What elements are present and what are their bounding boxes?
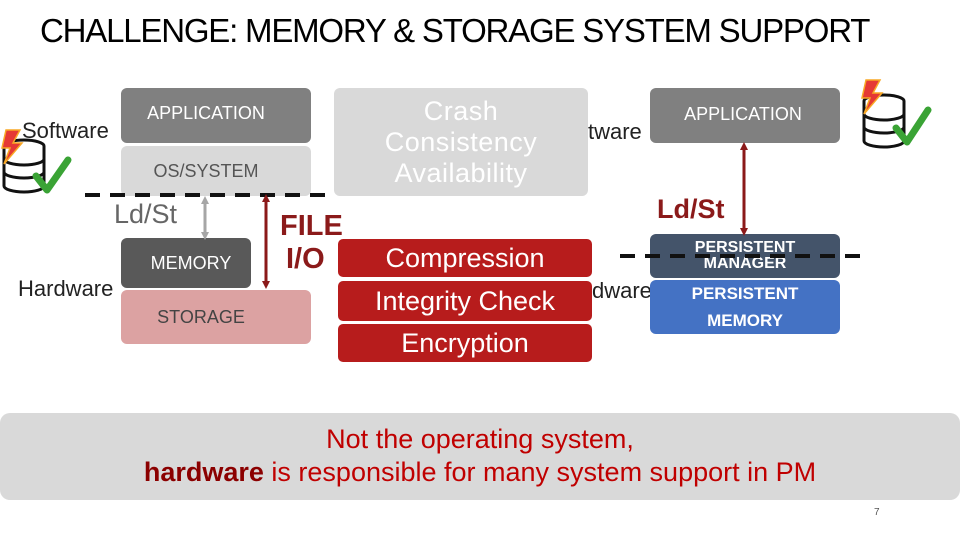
software-label: Software <box>22 118 109 143</box>
hardware-label: Hardware <box>18 276 114 301</box>
ld-st-left: Ld/St <box>114 199 178 229</box>
persistent-memory-line1: PERSISTENT <box>691 284 799 303</box>
software-label-right: tware <box>588 119 642 144</box>
hardware-label-right: dware <box>592 278 652 303</box>
storage-box-label: STORAGE <box>157 306 245 327</box>
feature-compression: Compression <box>338 239 592 277</box>
memory-box: MEMORY <box>121 238 251 288</box>
application-box-left-label: APPLICATION <box>147 103 265 123</box>
os-system-box: OS/SYSTEM <box>121 146 311 196</box>
feature-integrity: Integrity Check <box>338 281 592 321</box>
persistent-manager-line1: PERSISTENT <box>694 239 796 256</box>
os-system-box-label: OS/SYSTEM <box>153 160 259 181</box>
lightning-icon <box>1 129 24 165</box>
persistent-memory-box: PERSISTENT MEMORY <box>650 280 840 334</box>
page-title: CHALLENGE: MEMORY & STORAGE SYSTEM SUPPO… <box>40 12 870 49</box>
page-number: 7 <box>874 507 880 518</box>
storage-box: STORAGE <box>121 290 311 344</box>
persistent-memory-line2: MEMORY <box>707 311 783 330</box>
application-box-left: APPLICATION <box>121 88 311 143</box>
feature-encryption: Encryption <box>338 324 592 362</box>
note-line1: Not the operating system, <box>326 424 634 454</box>
file-io-line2: I/O <box>286 243 325 275</box>
consistency-features-box: Crash Consistency Availability <box>334 88 588 196</box>
feature-encryption-label: Encryption <box>401 327 529 358</box>
ld-st-right: Ld/St <box>657 194 725 224</box>
feature-compression-label: Compression <box>385 242 545 273</box>
feature-integrity-label: Integrity Check <box>374 285 556 316</box>
persistent-manager-line2: MANAGER <box>703 255 787 272</box>
note-bold: hardware <box>143 457 264 487</box>
feature-crash: Crash <box>423 95 499 126</box>
checkmark-icon <box>32 156 72 194</box>
memory-box-label: MEMORY <box>150 252 232 273</box>
lightning-icon-right <box>861 79 884 115</box>
note-rest: is responsible for many system support i… <box>263 457 817 487</box>
feature-consistency: Consistency <box>384 126 538 157</box>
file-io-label: FILE I/O <box>280 210 343 276</box>
note-line2: hardware is responsible for many system … <box>0 456 960 489</box>
note-text: Not the operating system, hardware is re… <box>0 423 960 489</box>
application-box-right-label: APPLICATION <box>684 104 802 124</box>
application-box-right: APPLICATION <box>650 88 840 143</box>
note-band <box>0 413 960 500</box>
file-io-line1: FILE <box>280 210 343 242</box>
feature-availability: Availability <box>394 157 528 188</box>
checkmark-icon-right <box>892 106 932 146</box>
